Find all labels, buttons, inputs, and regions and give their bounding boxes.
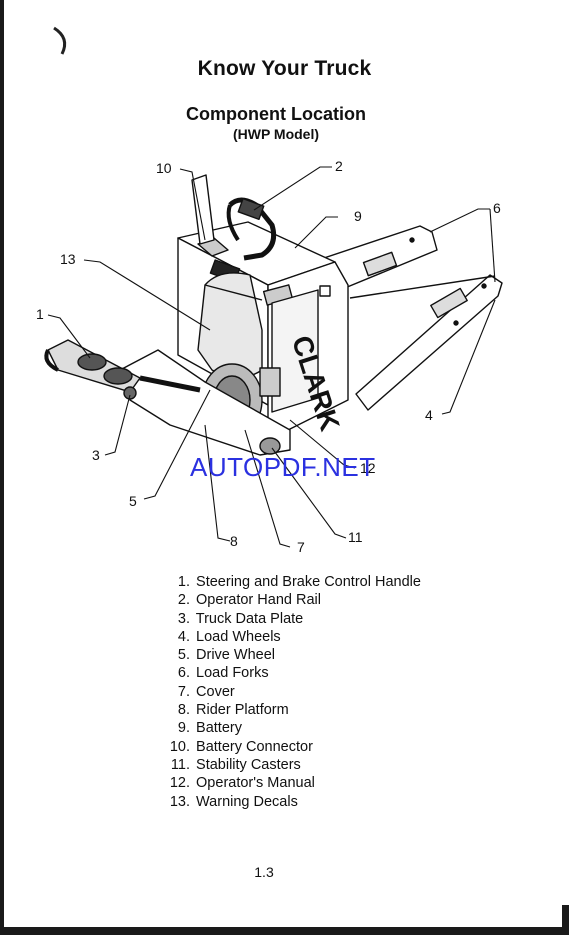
stability-caster	[259, 437, 281, 455]
callout-6: 6	[493, 200, 501, 216]
callout-4: 4	[425, 407, 433, 423]
legend-item: 7. Cover	[177, 683, 235, 700]
callout-9: 9	[354, 208, 362, 224]
legend-item: 6. Load Forks	[177, 665, 269, 682]
legend-item: 3. Truck Data Plate	[177, 610, 304, 627]
callout-leaders	[47, 166, 496, 548]
callout-5: 5	[129, 493, 137, 509]
page-number: 1.3	[254, 864, 274, 880]
callout-11: 11	[348, 529, 363, 545]
legend-item: 11. Stability Casters	[170, 756, 301, 773]
callout-13: 13	[60, 251, 76, 267]
legend-item: 10. Battery Connector	[169, 738, 313, 755]
load-forks	[311, 225, 503, 411]
model-label: (HWP Model)	[232, 126, 320, 142]
page-edge-right	[562, 905, 569, 935]
callout-10: 10	[156, 160, 172, 176]
operator-hand-rail	[226, 197, 277, 261]
callout-2: 2	[335, 158, 343, 174]
steering-control-handle	[44, 339, 201, 400]
legend-item: 5. Drive Wheel	[177, 647, 275, 664]
section-subtitle: Component Location	[186, 104, 366, 124]
page-title: Know Your Truck	[197, 57, 372, 80]
component-legend: 1. Steering and Brake Control Handle 2. …	[158, 574, 421, 812]
legend-item: 12. Operator's Manual	[169, 775, 315, 792]
page-edge-bottom	[0, 927, 569, 935]
page-edge-left	[0, 0, 4, 935]
legend-item: 9. Battery	[177, 720, 242, 737]
watermark: AUTOPDF.NET	[190, 452, 376, 482]
callout-7: 7	[297, 539, 305, 555]
legend-item: 2. Operator Hand Rail	[177, 592, 321, 609]
callout-8: 8	[230, 533, 238, 549]
callout-labels: 10 2 9 6 13 1 4 3 12 5 8 7 11	[36, 158, 501, 555]
rider-platform	[119, 349, 291, 456]
legend-item: 8. Rider Platform	[177, 702, 289, 719]
callout-1: 1	[36, 306, 44, 322]
truck-diagram: CLARK	[36, 26, 503, 555]
battery-connector	[191, 174, 215, 245]
callout-3: 3	[92, 447, 100, 463]
legend-item: 13. Warning Decals	[169, 793, 298, 810]
callout-12: 12	[360, 460, 376, 476]
legend-item: 1. Steering and Brake Control Handle	[177, 574, 421, 590]
legend-item: 4. Load Wheels	[177, 628, 281, 645]
binder-mark-icon	[53, 26, 67, 55]
